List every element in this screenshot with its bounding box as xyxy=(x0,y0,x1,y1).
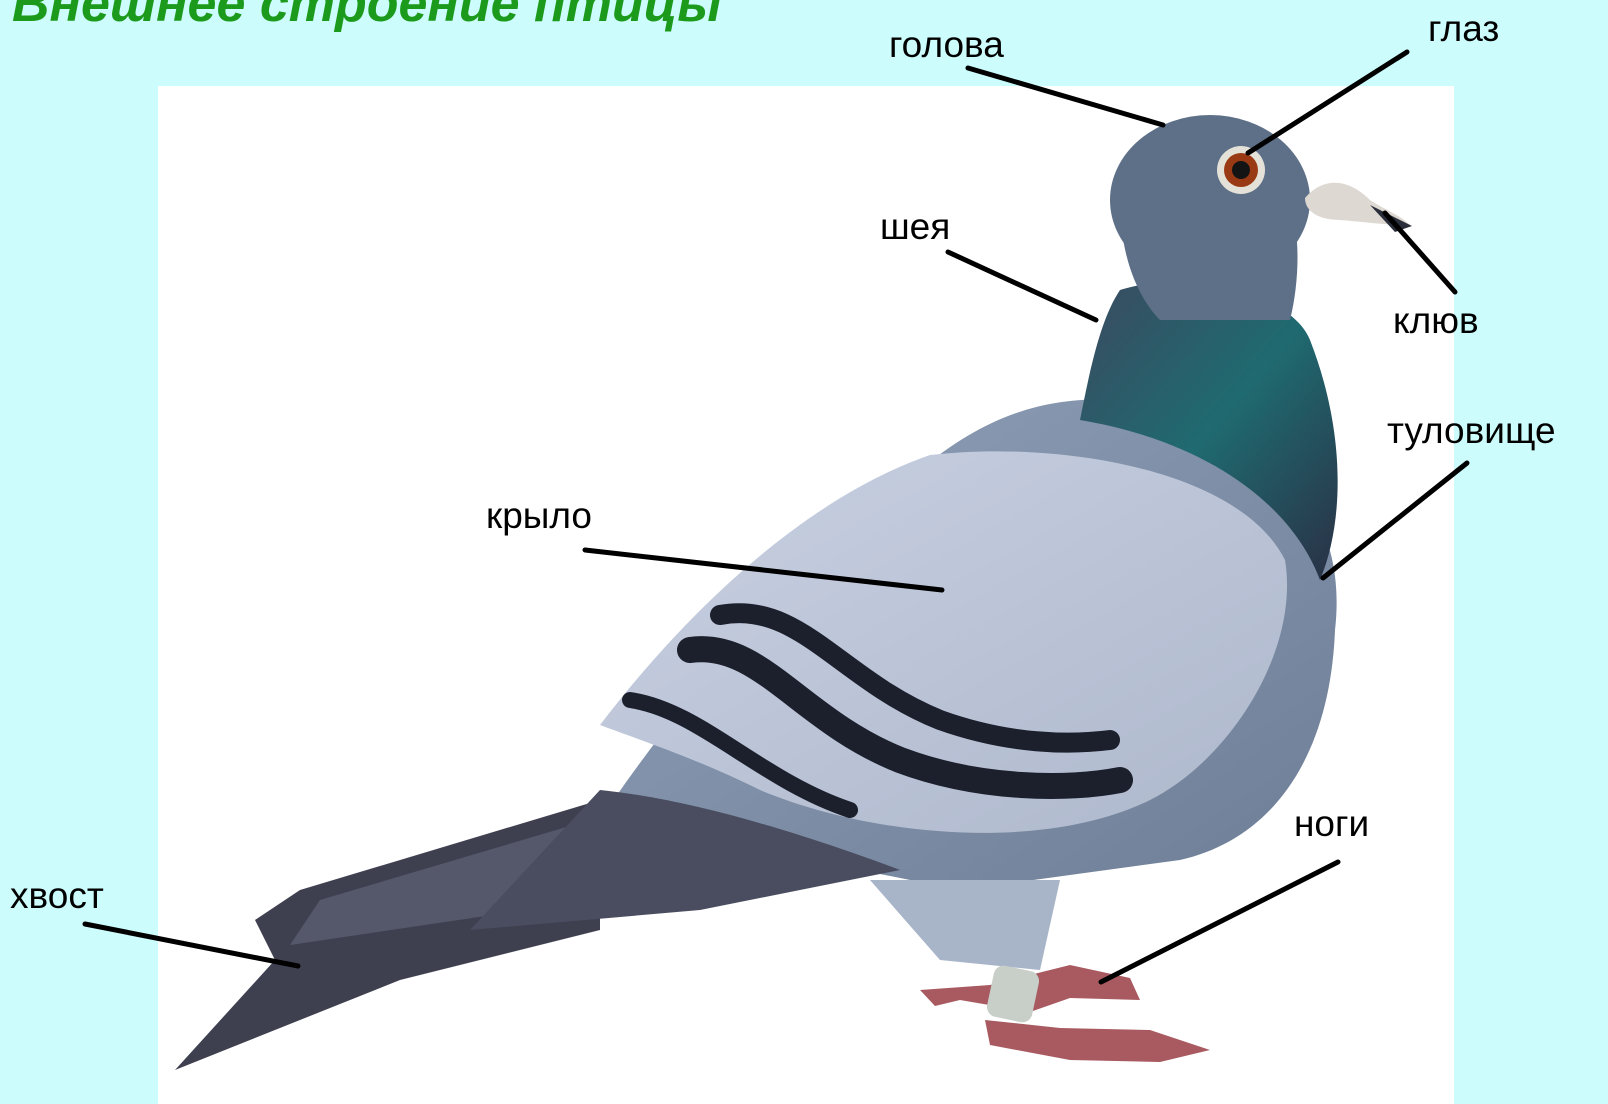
label-legs: ноги xyxy=(1294,805,1369,842)
label-eye: глаз xyxy=(1428,10,1499,47)
pigeon-legs xyxy=(870,880,1210,1062)
label-head: голова xyxy=(889,26,1004,63)
label-neck: шея xyxy=(880,208,950,245)
label-body: туловище xyxy=(1387,412,1556,449)
label-wing: крыло xyxy=(486,497,592,534)
label-beak: клюв xyxy=(1393,302,1479,339)
label-tail: хвост xyxy=(10,877,104,914)
pigeon-tail xyxy=(175,800,600,1070)
pigeon-head xyxy=(1110,115,1310,320)
pigeon-eye xyxy=(1217,146,1265,194)
leg-ring xyxy=(985,964,1041,1024)
